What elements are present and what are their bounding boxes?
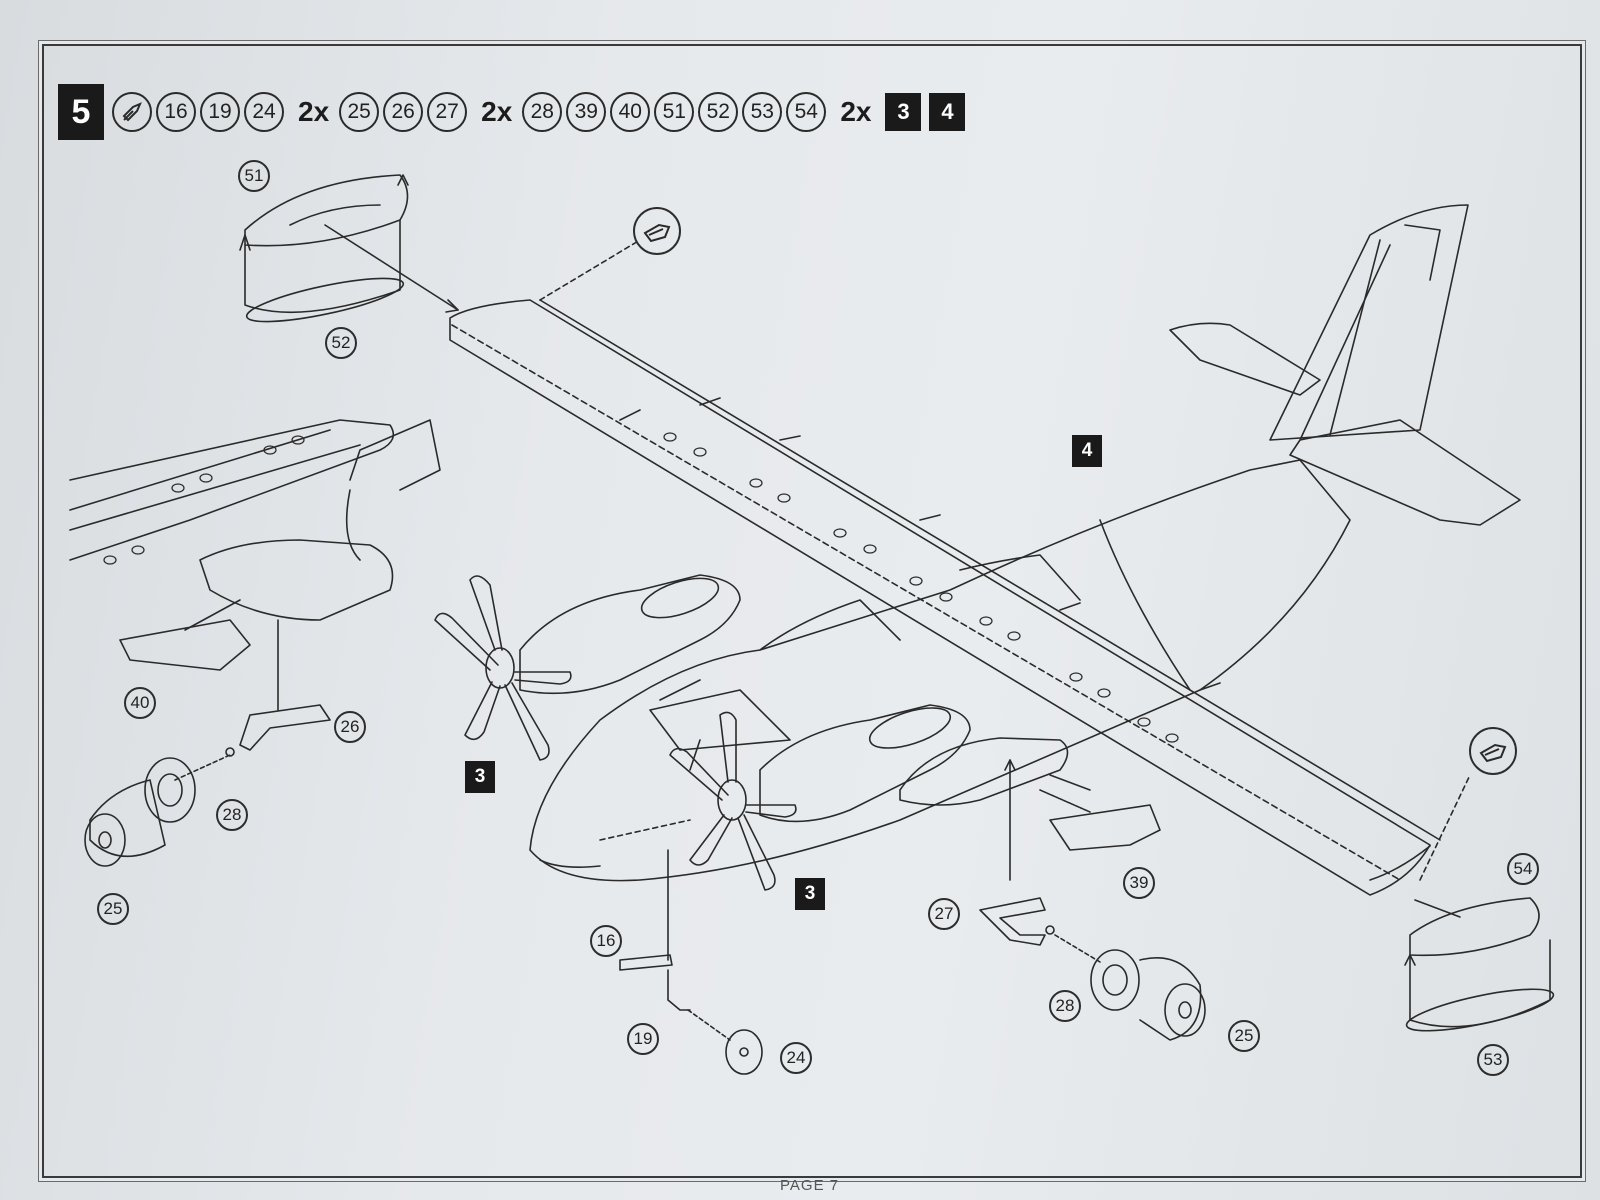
part-25: 25 <box>339 92 380 132</box>
quantity-label: 2x <box>298 96 330 127</box>
cement-tube-icon <box>112 92 152 132</box>
page-frame <box>42 44 1582 1178</box>
callout-25-right: 25 <box>1228 1020 1260 1052</box>
left-wing-detail <box>69 419 441 671</box>
part-52: 52 <box>698 92 739 132</box>
callout-26: 26 <box>334 711 366 743</box>
vertical-tail <box>1269 204 1469 441</box>
wingtip-53-54 <box>1404 897 1555 1032</box>
arrowhead-51 <box>445 299 459 313</box>
callout-19: 19 <box>627 1023 659 1055</box>
quantity-label: 2x <box>840 96 872 127</box>
callout-52: 52 <box>325 327 357 359</box>
quantity-label: 2x <box>481 96 513 127</box>
right-wing-pod <box>899 737 1161 851</box>
subassembly-tag-fuselage: 4 <box>1072 435 1102 467</box>
page-number: PAGE 7 <box>780 1177 840 1194</box>
axle-line-right <box>1054 934 1101 963</box>
part-40: 40 <box>610 92 651 132</box>
callout-28-right: 28 <box>1049 990 1081 1022</box>
right-gear-parts <box>979 897 1206 1041</box>
left-gear-parts <box>84 704 331 867</box>
axle-line-left <box>174 754 231 781</box>
callout-25-left: 25 <box>97 893 129 925</box>
callout-40: 40 <box>124 687 156 719</box>
right-engine <box>669 704 971 891</box>
part-26: 26 <box>383 92 424 132</box>
arrow-51 <box>324 224 459 311</box>
arrow-39 <box>1049 774 1091 791</box>
callout-51: 51 <box>238 160 270 192</box>
part-51: 51 <box>654 92 695 132</box>
detail-leader-bottom <box>1419 774 1471 881</box>
step-number: 5 <box>58 84 104 140</box>
horizontal-tail <box>1169 322 1521 526</box>
wingtip-51-52 <box>239 174 409 323</box>
callout-53: 53 <box>1477 1044 1509 1076</box>
part-53: 53 <box>742 92 783 132</box>
fuselage <box>529 459 1351 882</box>
callout-54: 54 <box>1507 853 1539 885</box>
callout-16: 16 <box>590 925 622 957</box>
subassembly-4: 4 <box>929 93 966 131</box>
part-54: 54 <box>786 92 827 132</box>
part-16: 16 <box>156 92 196 132</box>
arrow-54 <box>1414 899 1461 918</box>
wingtip-detail-icon <box>1469 727 1517 775</box>
part-27: 27 <box>427 92 468 132</box>
callout-27: 27 <box>928 898 960 930</box>
detail-leader-top <box>539 239 641 301</box>
callout-24: 24 <box>780 1042 812 1074</box>
main-wing <box>449 299 1441 896</box>
part-19: 19 <box>200 92 240 132</box>
arrow-40 <box>184 599 241 631</box>
part-28: 28 <box>522 92 563 132</box>
arrowhead-27 <box>1004 759 1016 771</box>
subassembly-tag-left-engine: 3 <box>465 761 495 793</box>
wingtip-detail-icon <box>633 207 681 255</box>
axle-line-nose <box>687 1009 731 1041</box>
part-39: 39 <box>566 92 607 132</box>
subassembly-tag-right-engine: 3 <box>795 878 825 910</box>
left-engine <box>434 574 741 761</box>
subassembly-3: 3 <box>885 93 922 131</box>
nose-gear-parts <box>619 954 763 1075</box>
parts-list: 16 19 24 2x 25 26 27 2x 28 39 40 51 52 5… <box>112 84 966 140</box>
part-24: 24 <box>244 92 284 132</box>
callout-28-left: 28 <box>216 799 248 831</box>
callout-39: 39 <box>1123 867 1155 899</box>
